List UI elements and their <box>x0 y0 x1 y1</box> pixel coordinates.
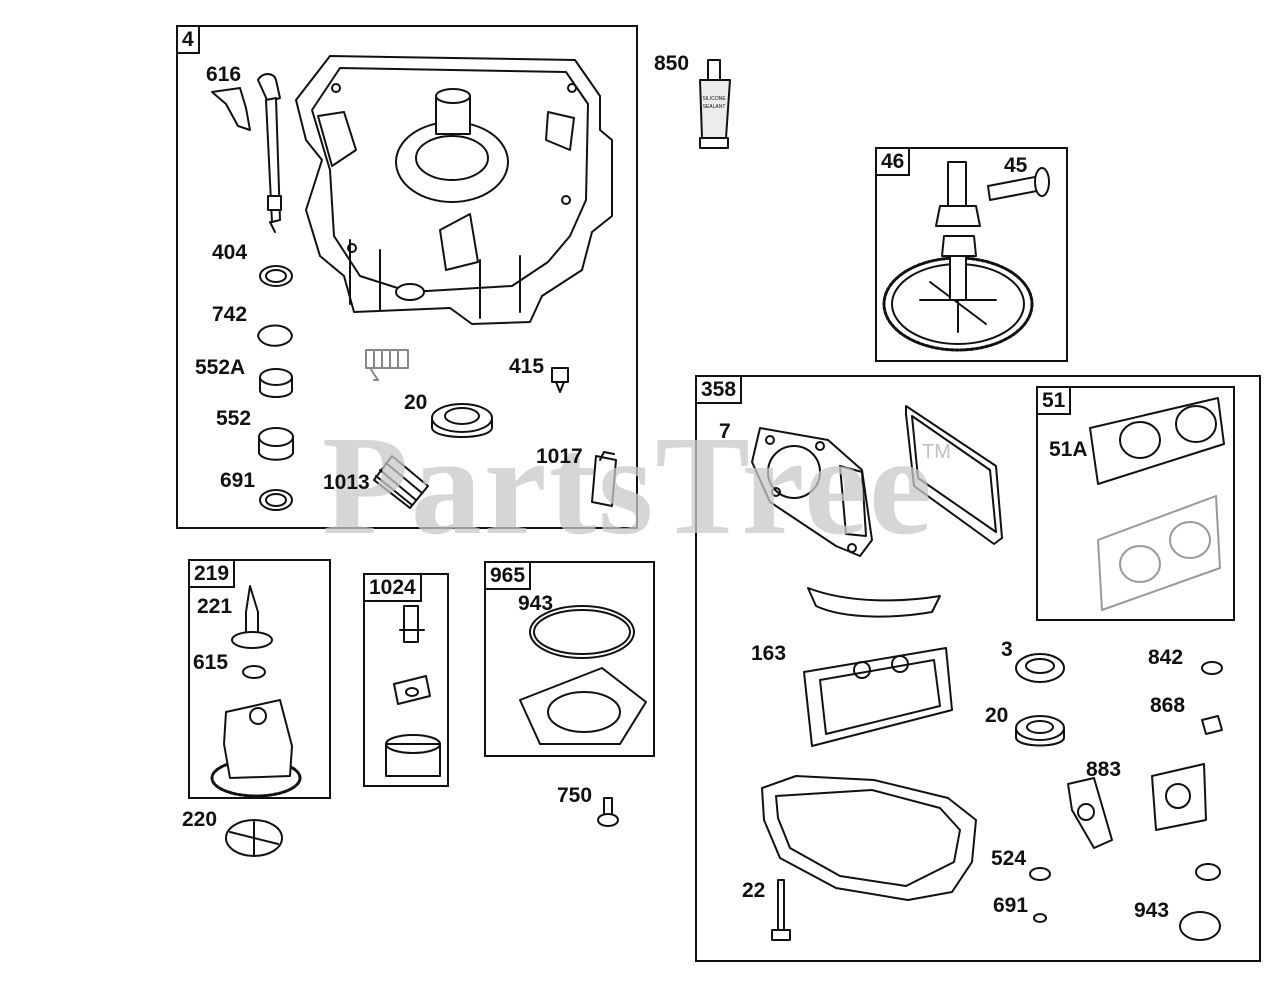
group-tag-219: 219 <box>190 561 236 588</box>
group-box-219: 219 <box>188 559 331 799</box>
group-box-965: 965 <box>484 561 655 757</box>
group-tag-51: 51 <box>1038 388 1072 415</box>
o-ring-943-upper <box>529 605 635 659</box>
label-943-upper: 943 <box>518 592 554 615</box>
part-221 <box>231 585 273 649</box>
group-tag-46: 46 <box>877 149 911 176</box>
adapter-965 <box>519 667 647 745</box>
label-742: 742 <box>212 303 248 326</box>
group-box-358: 358 <box>695 375 1261 962</box>
head-gasket-7 <box>751 427 873 557</box>
group-box-46: 46 <box>875 147 1068 362</box>
silicone-tube-850: SILICONE SEALANT <box>699 59 731 149</box>
label-220: 220 <box>182 808 218 831</box>
group-box-4: 4 <box>176 25 638 529</box>
part-1024-group <box>385 605 441 777</box>
tube-text-line1: SILICONE <box>702 96 726 102</box>
plug-868 <box>1201 715 1223 735</box>
label-20-upper: 20 <box>404 391 428 414</box>
label-22: 22 <box>742 879 766 902</box>
group-tag-1024: 1024 <box>365 575 422 602</box>
label-691-lower: 691 <box>993 894 1029 917</box>
label-45: 45 <box>1004 154 1028 177</box>
label-415: 415 <box>509 355 545 378</box>
screw-750 <box>597 797 619 827</box>
label-943-lower: 943 <box>1134 899 1170 922</box>
seal-404 <box>259 265 293 287</box>
oil-plug <box>365 349 409 381</box>
group-tag-358: 358 <box>697 377 743 404</box>
label-1017: 1017 <box>536 445 583 468</box>
label-163: 163 <box>751 642 787 665</box>
label-616: 616 <box>206 63 242 86</box>
bolt-22 <box>771 879 791 941</box>
o-ring-943-lower <box>1179 911 1221 941</box>
label-850: 850 <box>654 52 690 75</box>
ring-842 <box>1201 661 1223 675</box>
intake-gasket <box>1151 763 1207 831</box>
washer-524 <box>1029 867 1051 881</box>
gasket-163 <box>803 647 953 747</box>
label-20-lower: 20 <box>985 704 1009 727</box>
label-221: 221 <box>197 595 233 618</box>
part-1017 <box>591 451 617 507</box>
part-220 <box>225 819 283 857</box>
gasket-883 <box>1067 777 1113 849</box>
base-gasket <box>761 775 977 901</box>
bearing-20-lower <box>1015 715 1065 747</box>
curved-gasket <box>807 587 941 618</box>
e-clip-742 <box>257 324 293 347</box>
label-691-upper: 691 <box>220 469 256 492</box>
label-842: 842 <box>1148 646 1184 669</box>
label-615: 615 <box>193 651 229 674</box>
label-868: 868 <box>1150 694 1186 717</box>
label-750: 750 <box>557 784 593 807</box>
label-1013: 1013 <box>323 471 370 494</box>
governor-shaft-616 <box>211 73 282 233</box>
tube-text-line2: SEALANT <box>703 104 726 110</box>
ring-615 <box>242 665 266 679</box>
seal-3 <box>1015 653 1065 683</box>
crankcase-cover <box>295 55 613 325</box>
label-552: 552 <box>216 407 252 430</box>
group-tag-965: 965 <box>486 563 532 590</box>
label-524: 524 <box>991 847 1027 870</box>
label-883: 883 <box>1086 758 1122 781</box>
bearing-20-upper <box>431 403 493 438</box>
group-box-51: 51 <box>1036 386 1235 621</box>
seal-691 <box>259 489 293 511</box>
filter-1013 <box>373 455 429 509</box>
watermark-trademark: TM <box>922 441 951 463</box>
bushing-552 <box>258 427 294 461</box>
o-ring-small <box>1195 863 1221 881</box>
group-tag-4: 4 <box>178 27 200 54</box>
cam-gear-46 <box>882 161 1034 352</box>
label-3: 3 <box>1001 638 1013 661</box>
bushing-552A <box>259 368 293 398</box>
label-404: 404 <box>212 241 248 264</box>
pin-45 <box>987 167 1050 201</box>
watermark-brand: PartsTree <box>322 406 935 564</box>
plug-415 <box>551 367 569 393</box>
ring-691-lower <box>1033 913 1047 923</box>
exhaust-gasket-51A <box>1089 397 1225 485</box>
oil-pump-gear <box>210 699 302 798</box>
label-552A: 552A <box>195 356 246 379</box>
group-box-1024: 1024 <box>363 573 449 787</box>
exhaust-gasket-faded <box>1097 495 1221 611</box>
label-51A: 51A <box>1049 438 1088 461</box>
valve-cover-gasket <box>905 405 1003 545</box>
label-7: 7 <box>719 420 731 443</box>
